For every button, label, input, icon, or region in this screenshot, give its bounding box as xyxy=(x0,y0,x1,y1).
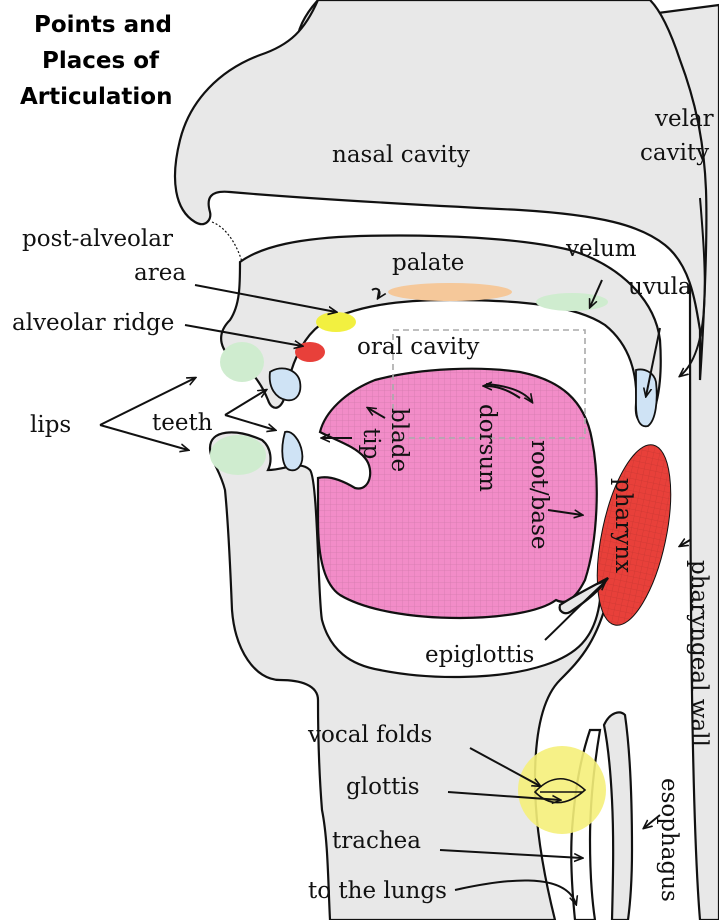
arrow-pharyngeal-wall xyxy=(680,540,690,546)
label-dorsum: dorsum xyxy=(474,404,500,492)
label-velum: velum xyxy=(565,236,637,262)
arrow-teeth-upper xyxy=(225,390,266,415)
glottis-region xyxy=(518,746,606,834)
lower-tooth xyxy=(282,432,302,471)
title-line-1: Points and xyxy=(34,12,172,38)
title-line-2: Places of xyxy=(42,48,160,74)
esophagus-tube xyxy=(604,712,632,920)
uvula-shape xyxy=(636,370,657,427)
label-trachea: trachea xyxy=(332,828,421,854)
label-tip: tip xyxy=(358,428,384,459)
label-teeth: teeth xyxy=(152,410,213,436)
label-nasal-cavity: nasal cavity xyxy=(332,142,470,168)
label-post-alveolar-2: area xyxy=(134,260,186,286)
tongue-texture xyxy=(318,369,597,618)
label-glottis: glottis xyxy=(346,774,420,800)
label-pharynx: pharynx xyxy=(610,478,636,573)
lower-lip-region xyxy=(210,435,266,475)
label-vocal-folds: vocal folds xyxy=(307,722,432,748)
label-esophagus: esophagus xyxy=(656,778,682,902)
label-root-base: root/base xyxy=(526,440,552,550)
label-epiglottis: epiglottis xyxy=(425,642,534,668)
label-uvula: uvula xyxy=(628,274,692,300)
arrow-teeth-lower xyxy=(225,415,275,430)
label-pharyngeal-wall: pharyngeal wall xyxy=(686,560,712,747)
label-blade: blade xyxy=(386,408,412,472)
label-lips: lips xyxy=(30,412,71,438)
label-velar-cavity-2: cavity xyxy=(640,140,709,166)
label-alveolar-ridge: alveolar ridge xyxy=(12,310,174,336)
label-oral-cavity: oral cavity xyxy=(357,334,479,360)
title-line-3: Articulation xyxy=(20,84,173,110)
label-palate: palate xyxy=(392,250,464,276)
label-velar-cavity-1: velar xyxy=(654,106,714,132)
label-post-alveolar-1: post-alveolar xyxy=(22,226,173,252)
label-to-the-lungs: to the lungs xyxy=(308,878,447,904)
velum-region xyxy=(536,293,608,311)
upper-lip-region xyxy=(220,342,264,382)
post-alveolar-region xyxy=(316,312,356,332)
dotted-nose-line xyxy=(212,222,242,262)
palate-region xyxy=(388,283,512,301)
